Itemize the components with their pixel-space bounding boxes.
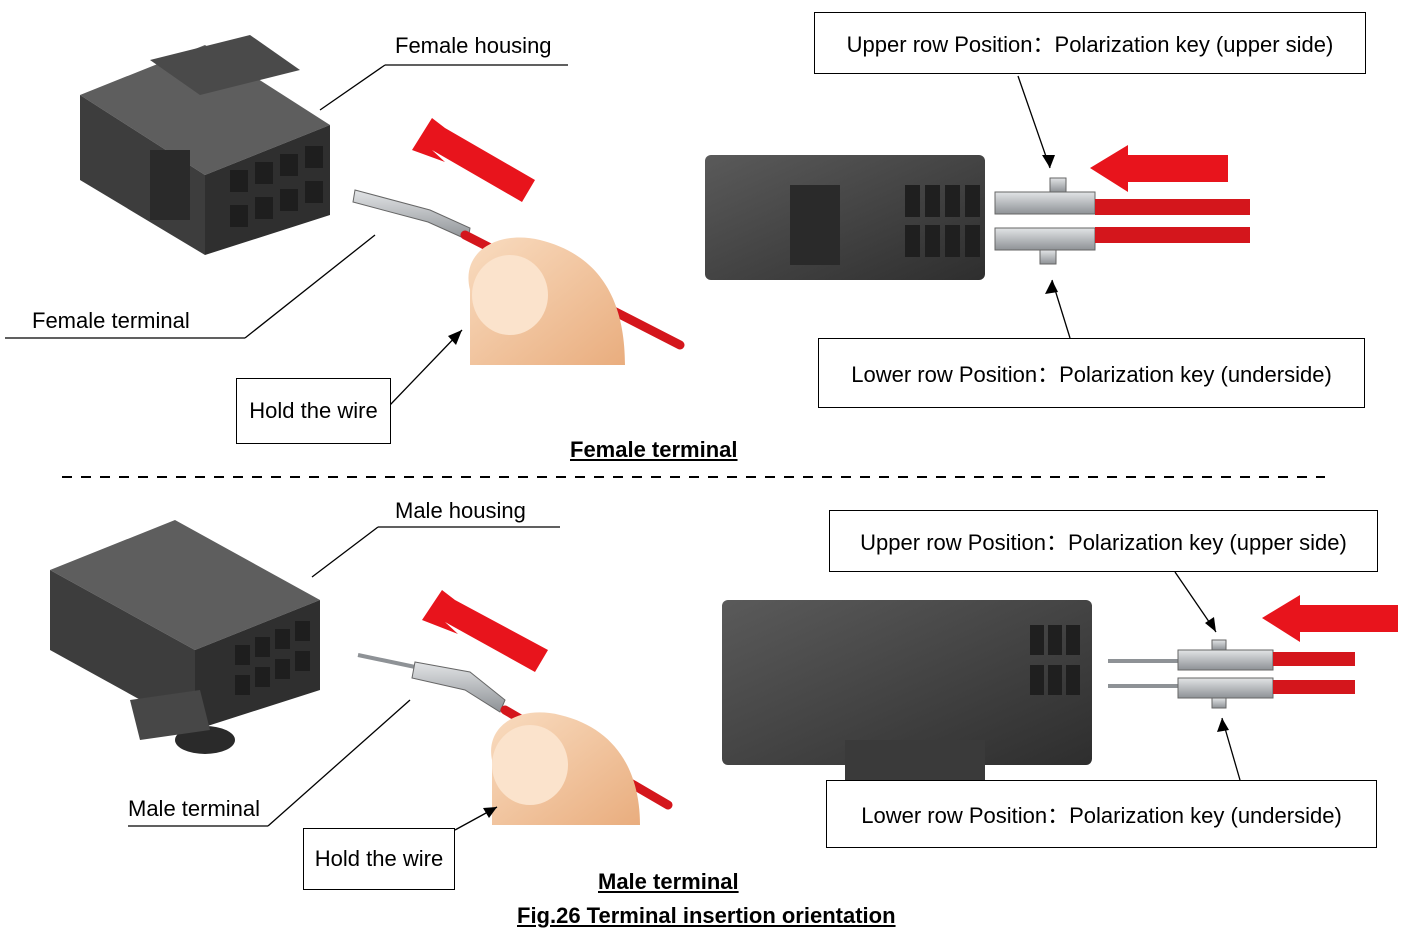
hold-wire-box-bottom: Hold the wire — [303, 828, 455, 890]
male-terminals-side-image — [1108, 639, 1355, 709]
hand-image-bottom — [491, 712, 640, 825]
female-housing-side-image — [705, 155, 985, 280]
upper-row-callout-bottom: Upper row Position：Polarization key (upp… — [829, 510, 1378, 572]
female-housing-label: Female housing — [395, 33, 552, 58]
insert-arrow-bottom-right — [1262, 595, 1398, 642]
male-housing-image — [50, 520, 320, 754]
lower-row-callout-bottom: Lower row Position：Polarization key (und… — [826, 780, 1377, 848]
figure-caption: Fig.26 Terminal insertion orientation — [517, 903, 896, 928]
hand-image-top — [468, 237, 625, 365]
upper-row-callout-top: Upper row Position：Polarization key (upp… — [814, 12, 1366, 74]
male-housing-side-image — [722, 600, 1092, 790]
leader-lines-top — [5, 64, 1071, 406]
male-terminal-label: Male terminal — [128, 796, 261, 821]
female-terminal-label: Female terminal — [32, 308, 190, 333]
insert-arrow-top-left — [412, 118, 535, 202]
insert-arrow-bottom-left — [422, 590, 548, 672]
male-terminal-caption: Male terminal — [598, 869, 739, 894]
female-terminal-caption: Female terminal — [570, 437, 738, 462]
hold-wire-box-top: Hold the wire — [236, 378, 391, 444]
female-housing-image — [80, 35, 330, 255]
male-housing-label: Male housing — [395, 498, 526, 523]
female-terminals-side-image — [994, 177, 1250, 265]
lower-row-callout-top: Lower row Position：Polarization key (und… — [818, 338, 1365, 408]
insert-arrow-top-right — [1090, 145, 1228, 192]
